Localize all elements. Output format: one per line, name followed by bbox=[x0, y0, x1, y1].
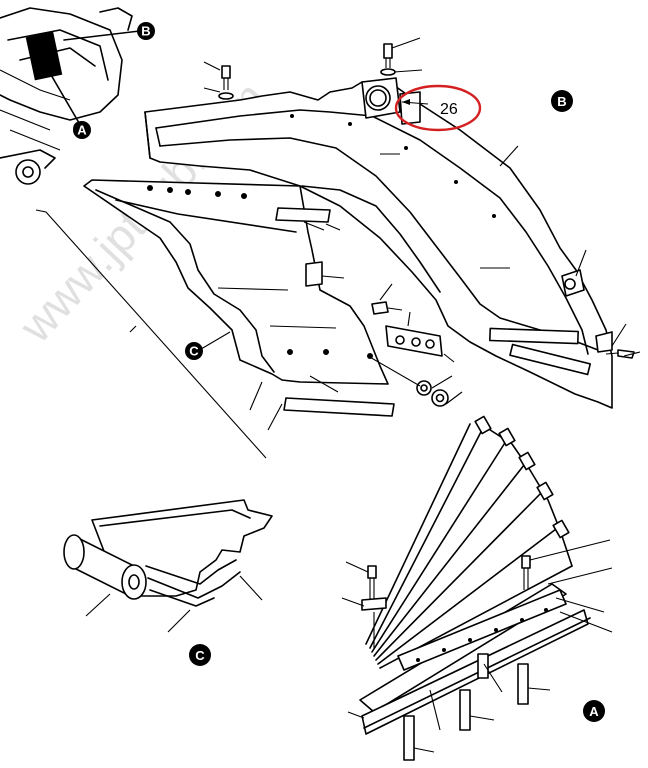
locator-badge-b: B bbox=[141, 24, 150, 39]
housing-assembly bbox=[144, 77, 613, 409]
callout-c-text: C bbox=[189, 344, 199, 359]
view-b-label: B bbox=[557, 94, 566, 109]
callout-26: 26 bbox=[394, 84, 482, 132]
fasteners-view-b bbox=[203, 37, 641, 359]
locator-inset bbox=[0, 7, 155, 185]
baffle-plate bbox=[83, 179, 395, 431]
view-a-blade-assembly bbox=[341, 415, 613, 761]
view-c-label: C bbox=[195, 648, 205, 663]
view-a-label: A bbox=[589, 704, 599, 719]
locator-badge-a: A bbox=[77, 123, 87, 138]
callout-26-number: 26 bbox=[440, 101, 458, 118]
side-bracket bbox=[367, 283, 463, 407]
view-a-badge bbox=[583, 700, 605, 722]
callout-c-badge bbox=[185, 342, 203, 360]
view-b-badge bbox=[551, 90, 573, 112]
callout-26-highlight-ring bbox=[394, 84, 482, 132]
view-c-badge bbox=[189, 644, 211, 666]
reference-line bbox=[35, 209, 267, 459]
view-c-roller bbox=[63, 499, 273, 633]
